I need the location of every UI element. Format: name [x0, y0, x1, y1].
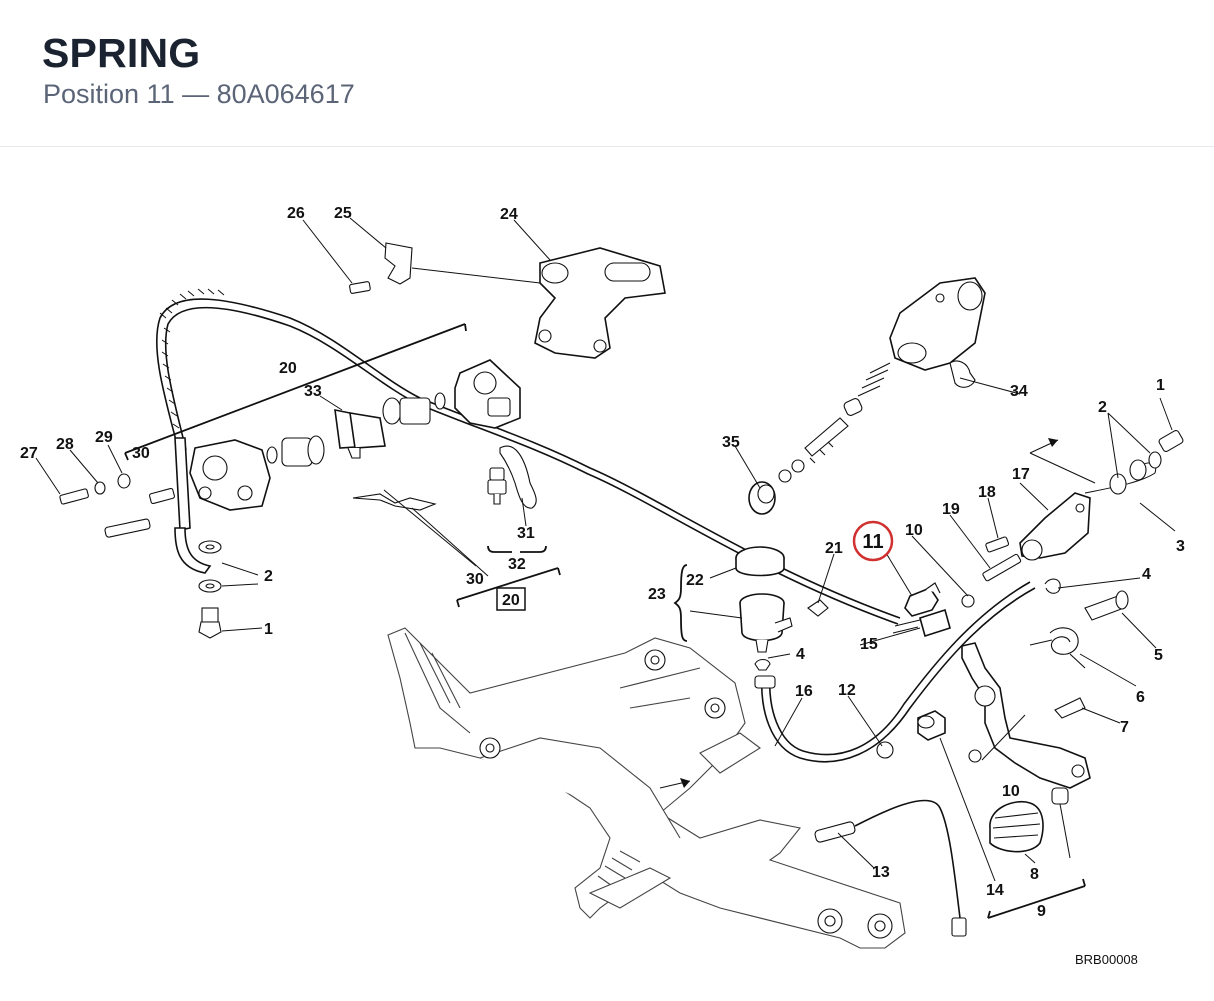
callout-30-left: 30 — [132, 445, 150, 462]
brake-hose — [155, 298, 901, 619]
callout-18: 18 — [978, 484, 996, 501]
pivot-pin — [982, 553, 1022, 582]
callout-28: 28 — [56, 436, 74, 453]
callout-11: 11 — [862, 531, 883, 553]
page-header: SPRING Position 11 — 80A064617 — [0, 0, 1214, 147]
caliper-bolt — [59, 487, 175, 505]
leader-lines — [35, 217, 1176, 882]
callout-31: 31 — [517, 525, 535, 542]
banjo-bolt — [1158, 429, 1184, 453]
callout-17: 17 — [1012, 466, 1030, 483]
callout-22: 22 — [686, 572, 704, 589]
callout-29: 29 — [95, 429, 113, 446]
dust-boot — [748, 481, 776, 515]
bleed-screw — [198, 607, 222, 639]
banjo-fitting — [949, 360, 976, 388]
callout-15: 15 — [860, 636, 878, 653]
callout-24: 24 — [500, 206, 518, 223]
exploded-parts-diagram: 26 25 24 20 33 27 28 29 30 2 1 30 31 32 … — [0, 148, 1214, 1001]
mount-bolt — [985, 536, 1010, 553]
callout-4-left: 4 — [796, 646, 805, 663]
pad-spring — [352, 493, 437, 511]
callout-7: 7 — [1120, 719, 1129, 736]
footrest-bracket — [387, 627, 906, 949]
diagram-canvas: 26 25 24 20 33 27 28 29 30 2 1 30 31 32 … — [20, 205, 1185, 967]
callout-3: 3 — [1176, 538, 1185, 555]
callout-27: 27 — [20, 445, 38, 462]
callout-23: 23 — [648, 586, 666, 603]
callout-6: 6 — [1136, 689, 1145, 706]
page-title: SPRING — [42, 30, 201, 76]
callout-32: 32 — [508, 556, 526, 573]
callout-2-left: 2 — [264, 568, 273, 585]
callout-21: 21 — [825, 540, 843, 557]
callout-1-left: 1 — [264, 621, 273, 638]
pedal-bolt — [1084, 590, 1129, 621]
callout-9: 9 — [1037, 903, 1046, 920]
sensor — [487, 467, 507, 505]
return-spring — [1029, 627, 1086, 669]
callout-12: 12 — [838, 682, 856, 699]
pedal-screw — [1054, 697, 1086, 719]
brake-caliper — [174, 437, 271, 574]
spring — [904, 582, 941, 617]
highlighted-callout-11[interactable]: 11 — [852, 520, 894, 562]
highlight-ring — [852, 520, 894, 562]
callout-33: 33 — [304, 383, 322, 400]
group-brackets — [124, 323, 1086, 919]
callout-26: 26 — [287, 205, 305, 222]
master-cylinder — [889, 277, 986, 371]
rear-master-cylinder — [1019, 492, 1091, 561]
caliper-bracket — [534, 247, 666, 359]
brake-pads — [334, 408, 386, 459]
pivot-bushing — [917, 710, 946, 741]
callout-20-top: 20 — [279, 360, 297, 377]
callout-2-right: 2 — [1098, 399, 1107, 416]
callout-16: 16 — [795, 683, 813, 700]
callout-19: 19 — [942, 501, 960, 518]
pedal-rubber — [989, 801, 1044, 853]
fluid-reservoir — [735, 546, 793, 653]
brake-pedal — [961, 642, 1091, 789]
callout-labels: 26 25 24 20 33 27 28 29 30 2 1 30 31 32 … — [20, 205, 1185, 967]
callout-25: 25 — [334, 205, 352, 222]
stop-light-switch — [814, 821, 856, 843]
callout-34: 34 — [1010, 383, 1028, 400]
callout-30-bottom: 30 — [466, 571, 484, 588]
drawing-code: BRB00008 — [1075, 952, 1138, 967]
reservoir-screw — [807, 599, 829, 617]
callout-14: 14 — [986, 882, 1004, 899]
page-subtitle: Position 11 — 80A064617 — [43, 79, 355, 109]
callout-8: 8 — [1030, 866, 1039, 883]
callout-10-top: 10 — [905, 522, 923, 539]
push-rod-clevis — [892, 608, 951, 638]
clip-screw — [349, 281, 371, 294]
hose-clip — [384, 242, 413, 285]
callout-20-box: 20 — [502, 592, 520, 609]
callout-10-bottom: 10 — [1002, 783, 1020, 800]
callout-13: 13 — [872, 864, 890, 881]
callout-1-right: 1 — [1156, 377, 1165, 394]
hose-clamp — [1044, 578, 1061, 594]
callout-5: 5 — [1154, 647, 1163, 664]
reservoir-hose — [760, 587, 1036, 763]
callout-4-right: 4 — [1142, 566, 1151, 583]
group-box-20 — [496, 587, 526, 611]
callout-35: 35 — [722, 434, 740, 451]
